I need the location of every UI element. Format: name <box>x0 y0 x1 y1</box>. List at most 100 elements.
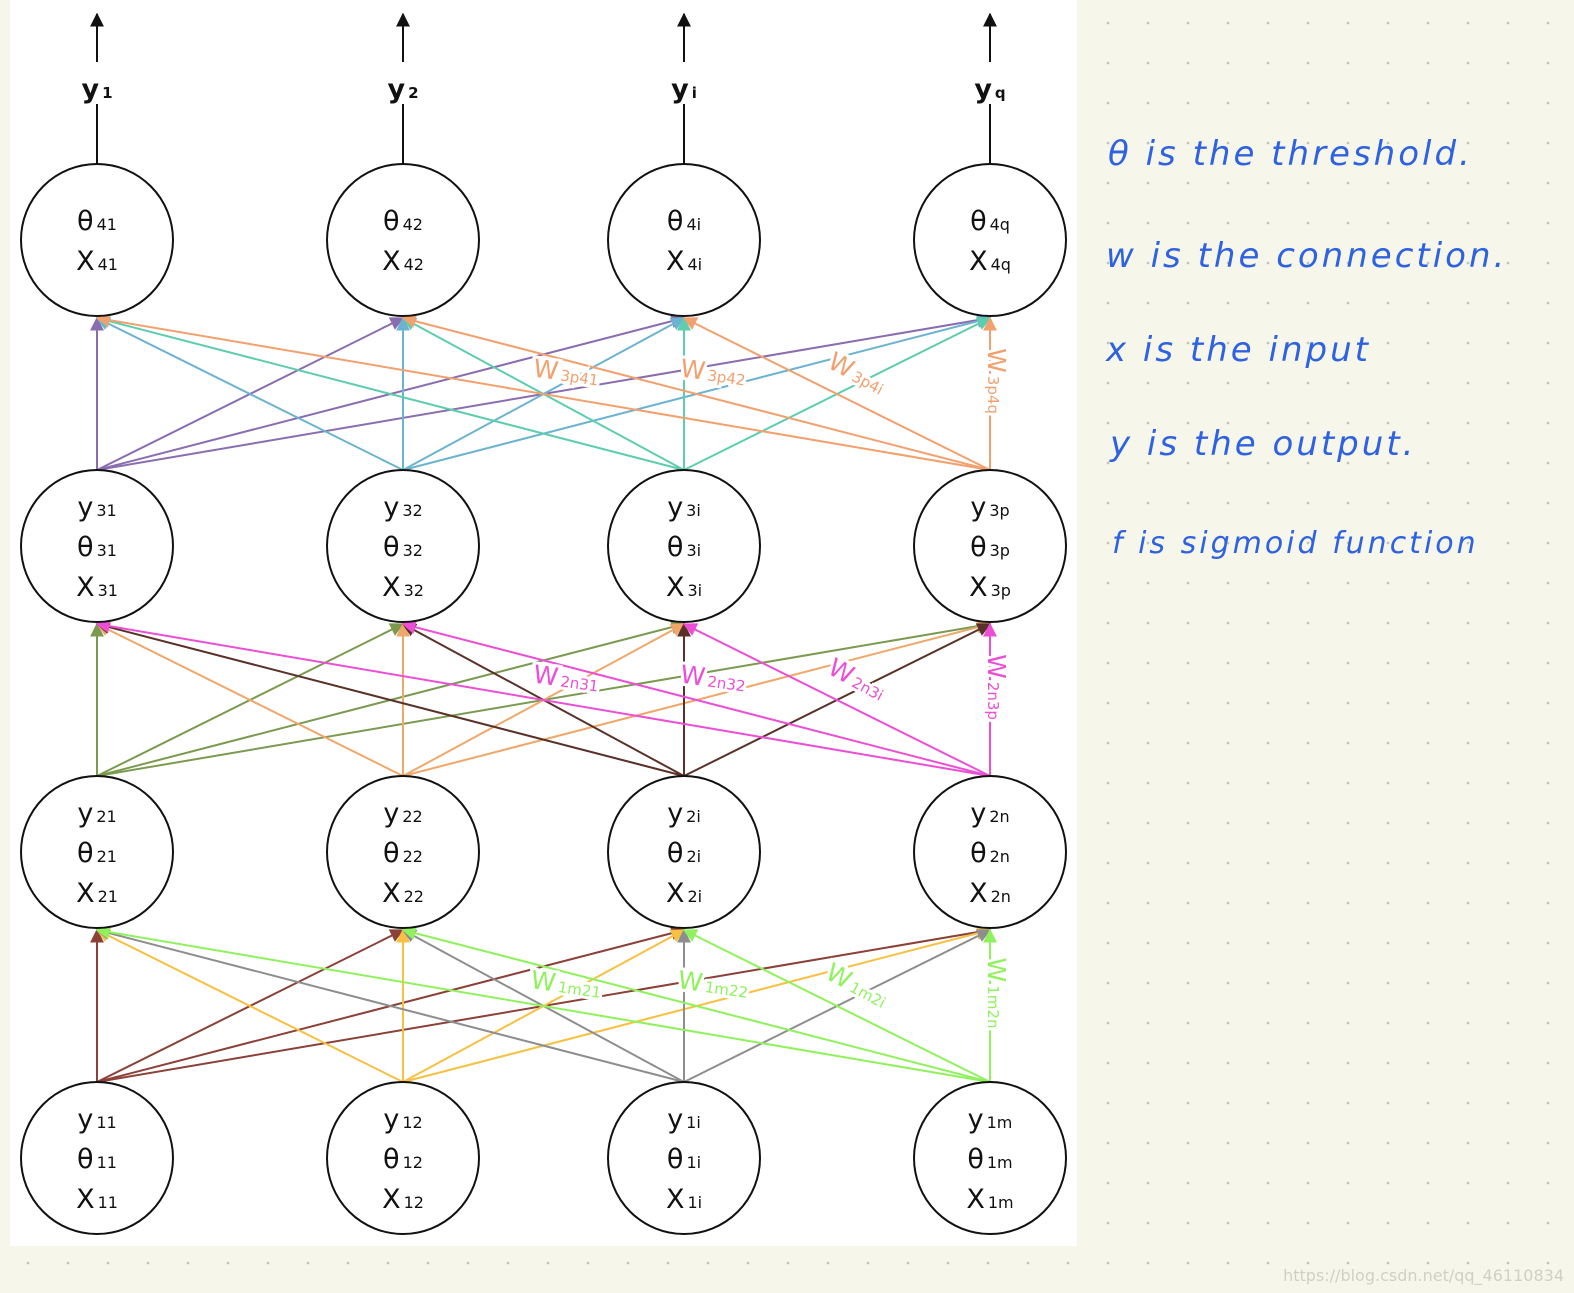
neuron-circle <box>913 469 1067 623</box>
edge-layer3-3-to-layer4-0 <box>95 313 991 471</box>
neuron-circle <box>607 1081 761 1235</box>
edge-layer1-3-to-layer2-0 <box>95 925 991 1083</box>
neuron-circle <box>20 163 174 317</box>
weight-label-1m2n: W1m2n <box>982 958 1011 1029</box>
neuron-circle <box>20 1081 174 1235</box>
note-input: x is the input <box>1106 330 1371 370</box>
weight-label-1m2i: W1m2i <box>821 957 893 1013</box>
edge-layer2-3-to-layer3-2 <box>682 623 991 777</box>
neuron-circle <box>607 469 761 623</box>
edge-layer3-3-to-layer4-1 <box>401 314 991 471</box>
neuron-circle <box>607 163 761 317</box>
neuron-circle <box>913 1081 1067 1235</box>
edge-layer1-3-to-layer2-1 <box>401 926 991 1083</box>
neuron-circle <box>20 469 174 623</box>
neuron-circle <box>326 1081 480 1235</box>
edge-layer1-2-to-layer2-0 <box>95 926 685 1083</box>
note-connection: w is the connection. <box>1106 236 1508 276</box>
edge-layer2-1-to-layer3-0 <box>95 623 404 777</box>
edge-layer2-2-to-layer3-0 <box>95 620 685 777</box>
neuron-circle <box>326 469 480 623</box>
note-output: y is the output. <box>1110 424 1417 464</box>
neuron-circle <box>607 775 761 929</box>
edge-layer3-2-to-layer4-0 <box>95 314 685 471</box>
weight-label-3p41: W3p41 <box>532 354 601 392</box>
edge-layer3-3-to-layer4-2 <box>682 317 991 471</box>
connection-edges <box>90 313 997 1083</box>
edge-layer1-1-to-layer2-0 <box>95 929 404 1083</box>
neuron-circle <box>913 163 1067 317</box>
weight-label-3p4q: W3p4q <box>982 348 1011 414</box>
neuron-circle <box>326 775 480 929</box>
neuron-circle <box>913 775 1067 929</box>
edge-layer3-1-to-layer4-0 <box>95 317 404 471</box>
neuron-circle <box>326 163 480 317</box>
note-sigmoid: f is sigmoid function <box>1112 526 1479 561</box>
weight-label-2n3p: W2n3p <box>982 654 1011 720</box>
neuron-circle <box>20 775 174 929</box>
weight-label-1m21: W1m21 <box>529 965 603 1004</box>
weight-label-2n32: W2n32 <box>679 660 748 698</box>
weight-label-1m22: W1m22 <box>676 965 750 1004</box>
note-threshold: θ is the threshold. <box>1108 134 1473 174</box>
weight-label-3p42: W3p42 <box>679 354 748 392</box>
